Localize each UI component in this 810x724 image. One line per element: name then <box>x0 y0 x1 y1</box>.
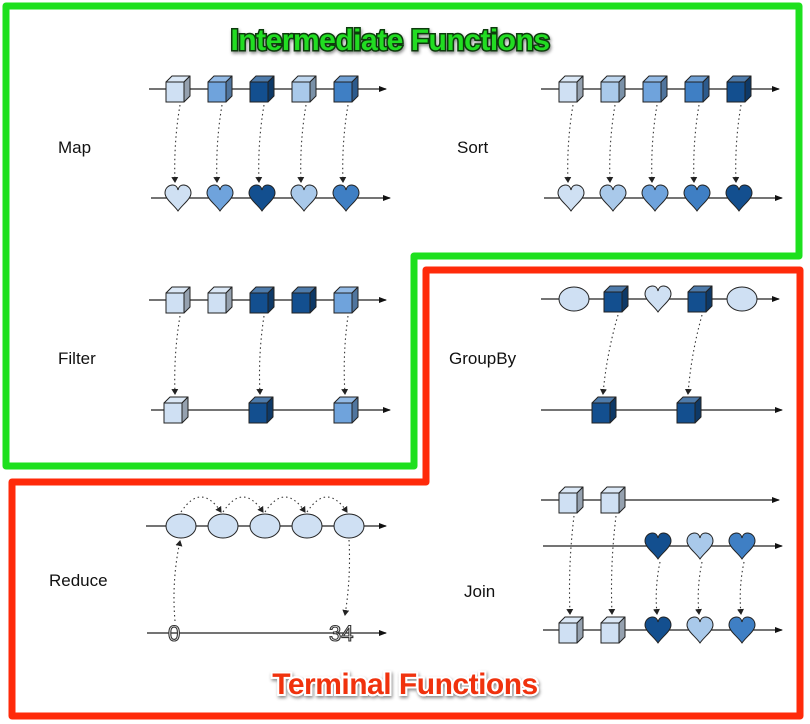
map-output-item <box>248 184 276 212</box>
filter-output-item <box>163 396 189 424</box>
groupby-input-item <box>726 286 758 312</box>
groupby-arrow <box>684 314 703 395</box>
sort-output-item <box>683 184 711 212</box>
groupby-arrow <box>599 314 619 395</box>
map-arrow <box>297 104 307 183</box>
map-output-item <box>332 184 360 212</box>
reduce-accumulate-arrow <box>264 496 306 513</box>
filter-input-item <box>207 286 233 314</box>
map-output-item <box>290 184 318 212</box>
sort-output-item <box>725 184 753 212</box>
reduce-input-item <box>249 513 281 539</box>
join-input-a-item <box>558 486 584 514</box>
groupby-input-item <box>558 286 590 312</box>
sort-input-item <box>558 75 584 103</box>
reduce-input-item <box>333 513 365 539</box>
sort-arrow <box>732 104 742 183</box>
sort-arrow <box>564 104 574 183</box>
join-input-b-item <box>644 532 672 560</box>
filter-input-item <box>291 286 317 314</box>
map-input-item <box>291 75 317 103</box>
filter-input-item <box>165 286 191 314</box>
filter-arrow <box>171 315 181 395</box>
map-input-item <box>249 75 275 103</box>
sort-output-item <box>599 184 627 212</box>
filter-input-item <box>249 286 275 314</box>
filter-arrow <box>341 315 349 395</box>
filter-output-item <box>248 396 274 424</box>
sort-input-item <box>726 75 752 103</box>
groupby-input-item <box>687 285 713 313</box>
join-input-a-item <box>600 486 626 514</box>
reduce-accumulate-arrow <box>180 496 222 513</box>
map-arrow <box>171 104 181 183</box>
join-output-item <box>686 616 714 644</box>
reduce-result-arrow <box>342 539 351 616</box>
map-output-item <box>206 184 234 212</box>
join-input-b-item <box>686 532 714 560</box>
map-label: Map <box>58 138 91 157</box>
map-output-item <box>164 184 192 212</box>
sort-input-item <box>642 75 668 103</box>
join-input-b-item <box>728 532 756 560</box>
join-arrow <box>653 561 661 615</box>
sort-input-item <box>600 75 626 103</box>
intermediate-functions-title: Intermediate Functions <box>230 24 549 57</box>
groupby-output-item <box>591 396 617 424</box>
map-input-item <box>165 75 191 103</box>
filter-label: Filter <box>58 349 96 368</box>
groupby-input-item <box>644 285 672 313</box>
reduce-result-value: 34 <box>329 621 353 646</box>
map-arrow <box>255 104 265 183</box>
groupby-input-item <box>603 285 629 313</box>
map-input-item <box>333 75 359 103</box>
groupby-output-item <box>676 396 702 424</box>
sort-input-item <box>684 75 710 103</box>
filter-input-item <box>333 286 359 314</box>
join-output-item <box>644 616 672 644</box>
sort-label: Sort <box>457 138 488 157</box>
sort-arrow <box>648 104 658 183</box>
sort-arrow <box>606 104 616 183</box>
reduce-initial-arrow <box>173 540 183 622</box>
terminal-functions-frame <box>8 266 804 720</box>
filter-arrow <box>256 315 265 395</box>
intermediate-functions-frame <box>2 2 803 470</box>
join-label: Join <box>464 582 495 601</box>
filter-output-item <box>333 396 359 424</box>
terminal-functions-title: Terminal Functions <box>272 668 537 701</box>
join-output-item <box>600 616 626 644</box>
reduce-accumulate-arrow <box>306 496 348 513</box>
join-output-item <box>728 616 756 644</box>
groupby-label: GroupBy <box>449 349 517 368</box>
join-arrow <box>737 561 745 615</box>
sort-output-item <box>641 184 669 212</box>
reduce-input-item <box>207 513 239 539</box>
reduce-accumulate-arrow <box>222 496 264 513</box>
sort-arrow <box>690 104 700 183</box>
join-arrow <box>566 515 575 615</box>
map-arrow <box>213 104 223 183</box>
reduce-initial-value: 0 <box>168 621 180 646</box>
reduce-input-item <box>165 513 197 539</box>
reduce-label: Reduce <box>49 571 108 590</box>
map-input-item <box>207 75 233 103</box>
join-arrow <box>695 561 703 615</box>
map-arrow <box>339 104 349 183</box>
sort-output-item <box>557 184 585 212</box>
join-output-item <box>558 616 584 644</box>
join-arrow <box>608 515 617 615</box>
reduce-input-item <box>291 513 323 539</box>
